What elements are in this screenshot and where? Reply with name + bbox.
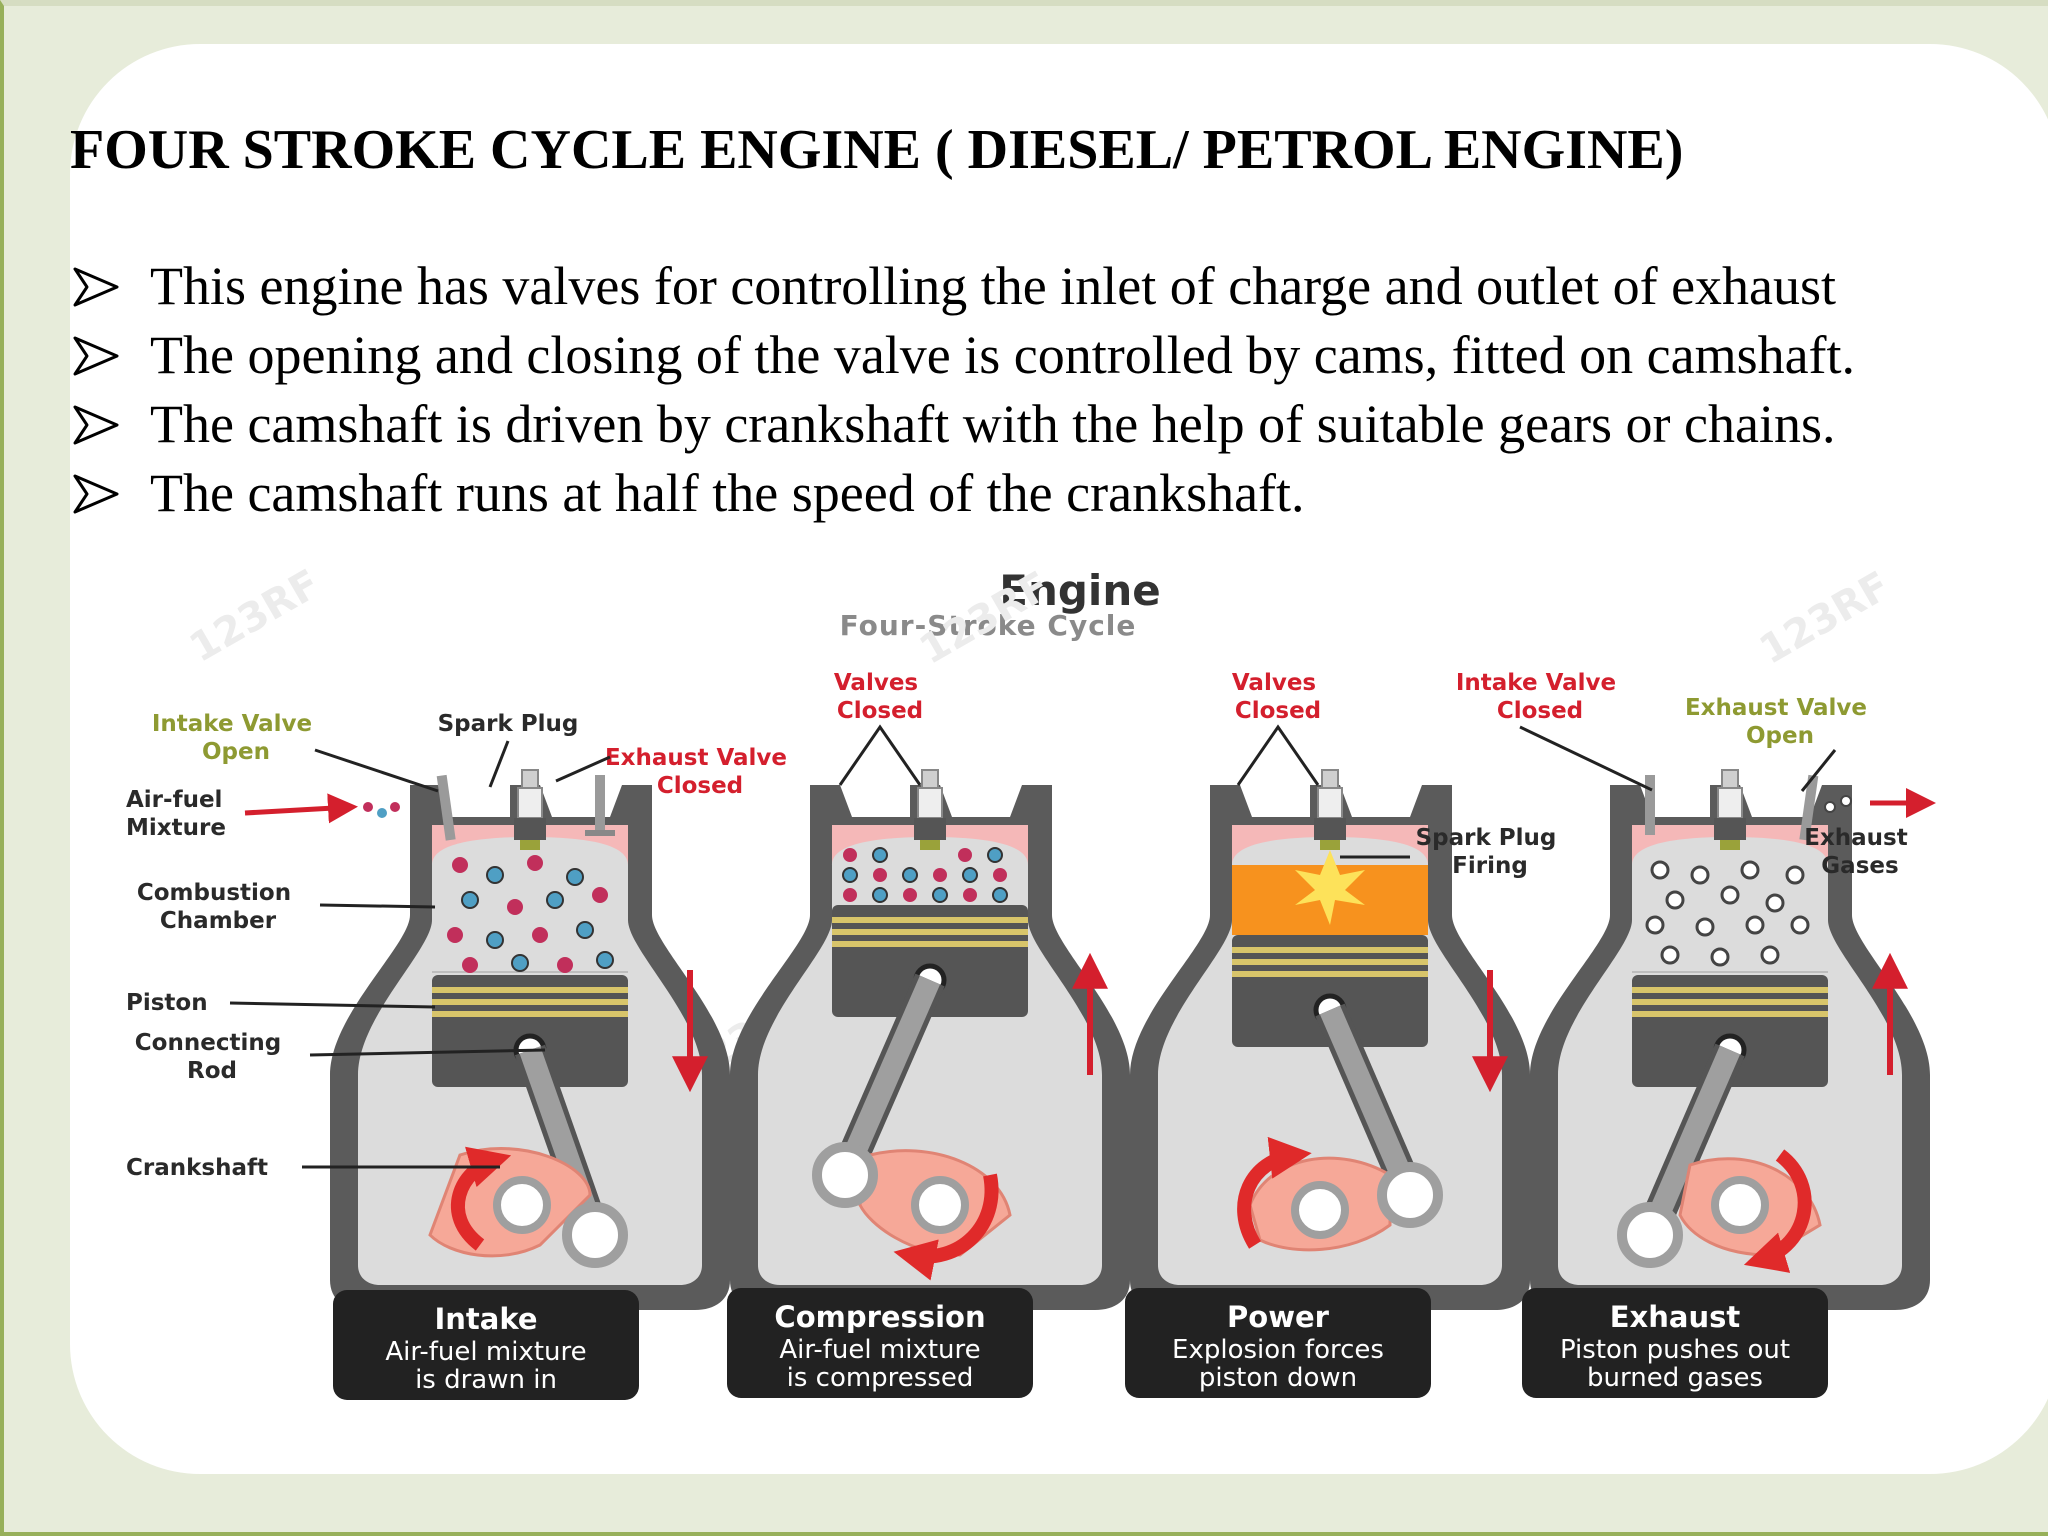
- label-line: Intake Valve: [152, 711, 312, 737]
- label-line: Firing: [1452, 853, 1528, 879]
- caption-line: burned gases: [1587, 1363, 1763, 1393]
- caption-line: is drawn in: [415, 1365, 557, 1395]
- label-line: Closed: [837, 698, 923, 724]
- slide-title: FOUR STROKE CYCLE ENGINE ( DIESEL/ PETRO…: [70, 119, 1684, 181]
- caption-title: Intake: [434, 1302, 537, 1336]
- caption-compression: Compression Air-fuel mixture is compress…: [727, 1288, 1033, 1398]
- bullet-text: The opening and closing of the valve is …: [150, 325, 1856, 385]
- fuel-particles: [842, 847, 1008, 903]
- caption-line: Explosion forces: [1172, 1335, 1384, 1365]
- label-air-fuel-mixture: Air-fuel Mixture: [126, 787, 230, 841]
- bullet-text: The camshaft is driven by crankshaft wit…: [150, 394, 1836, 454]
- label-line: Open: [202, 739, 270, 765]
- caption-line: Air-fuel mixture: [779, 1335, 980, 1365]
- diagram-subtitle: Four-Stroke Cycle: [840, 609, 1137, 642]
- caption-title: Exhaust: [1610, 1300, 1741, 1334]
- label-line: Rod: [187, 1058, 237, 1084]
- label-line: Valves: [1232, 670, 1316, 696]
- bullet-item: This engine has valves for controlling t…: [72, 252, 2032, 321]
- bullet-list: This engine has valves for controlling t…: [72, 252, 2032, 528]
- exhaust-particles: [1645, 860, 1810, 967]
- label-exhaust-valve-open: Exhaust Valve Open: [1685, 695, 1875, 749]
- label-line: Mixture: [126, 815, 226, 841]
- label-line: Connecting: [135, 1030, 281, 1056]
- label-line: Closed: [1235, 698, 1321, 724]
- label-intake-valve-closed: Intake Valve Closed: [1456, 670, 1624, 724]
- label-line: Valves: [834, 670, 918, 696]
- caption-line: Piston pushes out: [1560, 1335, 1790, 1365]
- caption-title: Compression: [774, 1300, 985, 1334]
- label-spark-plug-firing: Spark Plug Firing: [1416, 825, 1565, 879]
- caption-power: Power Explosion forces piston down: [1125, 1288, 1431, 1398]
- label-combustion-chamber: Combustion Chamber: [137, 880, 299, 934]
- caption-line: piston down: [1199, 1363, 1357, 1393]
- label-crankshaft: Crankshaft: [126, 1155, 268, 1181]
- label-line: Closed: [657, 773, 743, 799]
- label-line: Air-fuel: [126, 787, 222, 813]
- label-valves-closed-compression: Valves Closed: [834, 670, 926, 724]
- bullet-item: The camshaft is driven by crankshaft wit…: [72, 390, 2032, 459]
- label-valves-closed-power: Valves Closed: [1232, 670, 1324, 724]
- caption-title: Power: [1227, 1300, 1330, 1334]
- label-connecting-rod: Connecting Rod: [135, 1030, 289, 1084]
- label-line: Closed: [1497, 698, 1583, 724]
- label-exhaust-gases: Exhaust Gases: [1804, 825, 1916, 879]
- watermark-text: 123RF: [182, 561, 328, 672]
- label-line: Intake Valve: [1456, 670, 1616, 696]
- label-line: Exhaust Valve: [605, 745, 787, 771]
- arrowhead-bullet-icon: [73, 336, 119, 375]
- label-line: Gases: [1821, 853, 1898, 879]
- label-spark-plug: Spark Plug: [438, 711, 579, 737]
- caption-line: Air-fuel mixture: [385, 1337, 586, 1367]
- diagram-title: Engine: [999, 566, 1160, 615]
- engine-diagram: Engine Four-Stroke Cycle 123RF 123RF 123…: [126, 561, 1936, 1400]
- bullet-item: The camshaft runs at half the speed of t…: [72, 459, 2032, 528]
- caption-exhaust: Exhaust Piston pushes out burned gases: [1522, 1288, 1828, 1398]
- engine-power-stroke: [1130, 769, 1530, 1310]
- engine-intake-stroke: [330, 769, 730, 1310]
- label-line: Exhaust: [1804, 825, 1908, 851]
- label-line: Spark Plug: [1416, 825, 1557, 851]
- arrowhead-bullet-icon: [73, 474, 119, 513]
- label-line: Exhaust Valve: [1685, 695, 1867, 721]
- bullet-item: The opening and closing of the valve is …: [72, 321, 2032, 390]
- engine-compression-stroke: [730, 769, 1130, 1310]
- engine-exhaust-stroke: [1530, 769, 1930, 1310]
- watermark-text: 123RF: [1752, 563, 1898, 674]
- label-piston: Piston: [126, 990, 208, 1016]
- arrowhead-bullet-icon: [73, 405, 119, 444]
- arrowhead-bullet-icon: [73, 267, 119, 306]
- label-line: Chamber: [160, 908, 277, 934]
- bullet-text: The camshaft runs at half the speed of t…: [150, 463, 1305, 523]
- label-line: Combustion: [137, 880, 291, 906]
- fuel-particles: [447, 855, 614, 973]
- caption-intake: Intake Air-fuel mixture is drawn in: [333, 1290, 639, 1400]
- explosion-icon: [1295, 850, 1365, 925]
- label-line: Open: [1746, 723, 1814, 749]
- bullet-text: This engine has valves for controlling t…: [150, 256, 1837, 316]
- label-intake-valve-open: Intake Valve Open: [152, 711, 320, 765]
- caption-line: is compressed: [787, 1363, 974, 1393]
- label-exhaust-valve-closed: Exhaust Valve Closed: [605, 745, 795, 799]
